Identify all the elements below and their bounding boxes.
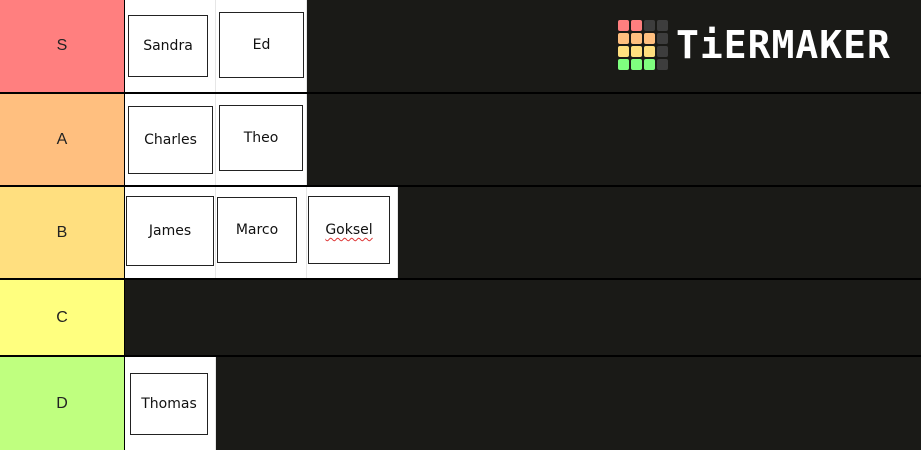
logo-grid-cell [644,59,655,70]
item-card-thomas: Thomas [130,373,208,435]
tier-item[interactable]: Goksel [307,187,398,278]
logo-grid-cell [657,20,668,31]
tier-item[interactable]: James [125,187,216,278]
logo-grid-cell [618,20,629,31]
tier-items-a: Charles Theo [125,94,307,185]
logo-grid-cell [618,59,629,70]
tier-row-s: S Sandra Ed [0,0,921,92]
logo-text: TiERMAKER [676,23,891,67]
logo-grid-cell [657,59,668,70]
tier-label-s[interactable]: S [0,0,125,92]
item-card-charles: Charles [128,106,213,174]
tier-item[interactable]: Ed [216,0,307,92]
logo-grid-cell [618,33,629,44]
tier-row-a: A Charles Theo [0,94,921,185]
tier-item[interactable]: Sandra [125,0,216,92]
logo-grid-icon [618,20,668,70]
tier-row-d: D Thomas [0,357,921,450]
item-card-ed: Ed [219,12,304,78]
tier-row-b: B James Marco Goksel [0,187,921,278]
tier-label-b[interactable]: B [0,187,125,278]
tier-label-a[interactable]: A [0,94,125,185]
tier-items-b: James Marco Goksel [125,187,398,278]
logo-grid-cell [657,46,668,57]
logo-grid-cell [631,33,642,44]
tier-label-d[interactable]: D [0,357,125,450]
item-card-marco: Marco [217,197,297,263]
tier-label-c[interactable]: C [0,280,125,355]
item-card-goksel: Goksel [308,196,390,264]
logo-grid-cell [618,46,629,57]
logo-grid-cell [644,33,655,44]
item-card-sandra: Sandra [128,15,208,77]
tier-items-d: Thomas [125,357,216,450]
tier-items-s: Sandra Ed [125,0,307,92]
logo-grid-cell [631,20,642,31]
logo-grid-cell [631,46,642,57]
logo-grid-cell [657,33,668,44]
tiermaker-logo: TiERMAKER [618,20,891,70]
tier-item[interactable]: Charles [125,94,216,185]
logo-grid-cell [644,20,655,31]
tier-item[interactable]: Thomas [125,357,216,450]
logo-grid-cell [631,59,642,70]
tier-item[interactable]: Marco [216,187,307,278]
tier-item[interactable]: Theo [216,94,307,185]
item-card-theo: Theo [219,105,303,171]
item-card-james: James [126,196,214,266]
tier-row-c: C [0,280,921,355]
logo-grid-cell [644,46,655,57]
